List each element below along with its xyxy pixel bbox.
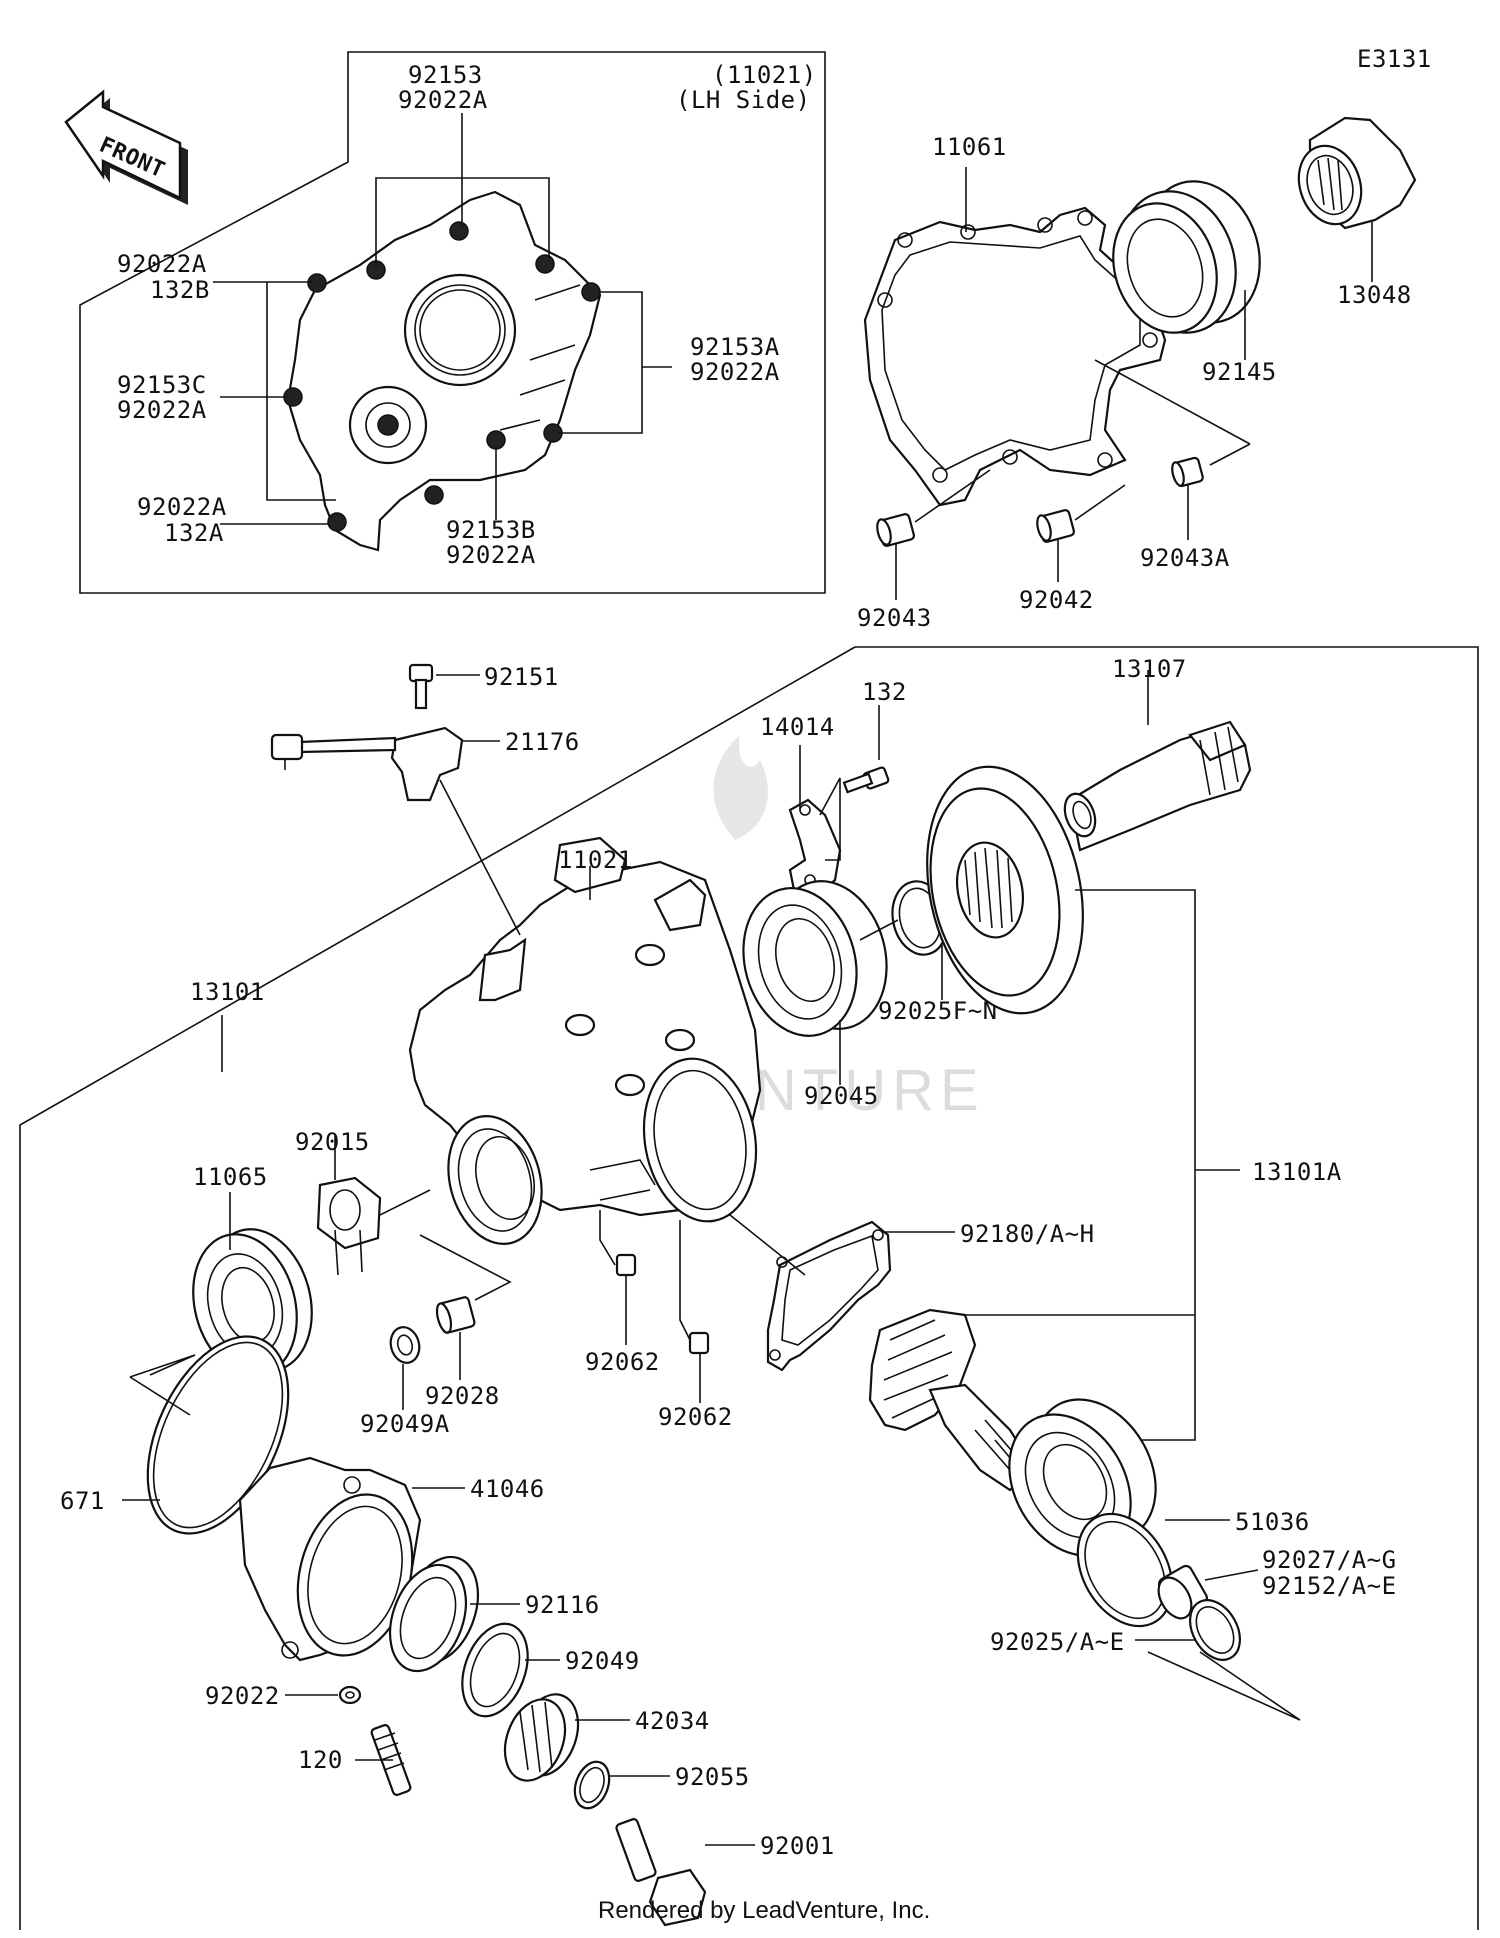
label-92028: 92028	[425, 1382, 500, 1410]
dowel-leaders	[895, 359, 1251, 600]
shim-92027	[1076, 1512, 1174, 1628]
label-671: 671	[60, 1487, 105, 1515]
seal-92145	[1112, 180, 1261, 334]
label-92152ae: 92152/A~E	[1262, 1572, 1397, 1600]
label-92022a-l3: 92022A	[137, 493, 227, 521]
gasket-11061	[863, 206, 1167, 507]
label-92151: 92151	[484, 663, 559, 691]
seal-92049	[461, 1622, 529, 1718]
o-ring-92055	[573, 1760, 611, 1810]
label-120: 120	[298, 1746, 343, 1774]
label-41046: 41046	[470, 1475, 545, 1503]
seal-92049a	[389, 1326, 421, 1364]
label-132b: 132B	[150, 276, 210, 304]
ring-gear-13107	[926, 720, 1252, 1015]
label-13101: 13101	[190, 978, 265, 1006]
plug-92062-a	[615, 1253, 637, 1277]
label-92049a: 92049A	[360, 1410, 450, 1438]
bolt-132	[842, 766, 890, 794]
collar-13048	[1297, 116, 1417, 230]
circlip-92025	[1189, 1599, 1241, 1661]
label-11065: 11065	[193, 1163, 268, 1191]
label-92022a-l2: 92022A	[117, 396, 207, 424]
label-92145: 92145	[1202, 358, 1277, 386]
footer-credit: Rendered by LeadVenture, Inc.	[598, 1897, 930, 1924]
bolt-92001	[615, 1818, 707, 1927]
label-92025fn: 92025F~N	[878, 997, 998, 1025]
diagram-id: E3131	[1357, 45, 1432, 73]
gasket-92180	[766, 1220, 892, 1372]
label-13101a: 13101A	[1252, 1158, 1342, 1186]
bearing-92116	[389, 1555, 479, 1673]
dowel-92043a	[1171, 456, 1204, 488]
label-11061: 11061	[932, 133, 1007, 161]
label-132: 132	[862, 678, 907, 706]
o-ring-671	[146, 1335, 290, 1535]
label-92022: 92022	[205, 1682, 280, 1710]
label-11021: 11021	[558, 846, 633, 874]
label-92022a-r: 92022A	[690, 358, 780, 386]
label-42034: 42034	[635, 1707, 710, 1735]
label-92022a-b: 92022A	[446, 541, 536, 569]
inset-leaders	[213, 113, 672, 525]
lh-side-cover	[283, 190, 602, 552]
inset-caption-1: (11021)	[712, 61, 817, 89]
label-13107: 13107	[1112, 655, 1187, 683]
label-92045: 92045	[804, 1082, 879, 1110]
label-13048: 13048	[1337, 281, 1412, 309]
plug-92062-b	[688, 1331, 710, 1355]
label-92022a-top: 92022A	[398, 86, 488, 114]
label-51036: 51036	[1235, 1508, 1310, 1536]
label-92027ag: 92027/A~G	[1262, 1546, 1397, 1574]
washer-92022	[338, 1685, 362, 1705]
label-92062-a: 92062	[585, 1348, 660, 1376]
label-92153b: 92153B	[446, 516, 536, 544]
label-92042: 92042	[1019, 586, 1094, 614]
inset-caption-2: (LH Side)	[676, 86, 811, 114]
front-arrow: FRONT	[64, 89, 188, 205]
label-92153c: 92153C	[117, 371, 207, 399]
label-92015: 92015	[295, 1128, 370, 1156]
label-92153a: 92153A	[690, 333, 780, 361]
label-14014: 14014	[760, 713, 835, 741]
label-92180ah: 92180/A~H	[960, 1220, 1095, 1248]
label-92043a: 92043A	[1140, 544, 1230, 572]
label-21176: 21176	[505, 728, 580, 756]
dowel-92043	[876, 513, 916, 547]
label-92043: 92043	[857, 604, 932, 632]
main-frame	[19, 646, 1479, 1930]
case-11021	[408, 836, 762, 1245]
label-92055: 92055	[675, 1763, 750, 1791]
label-92022a-l1: 92022A	[117, 250, 207, 278]
inset-frame	[79, 51, 826, 594]
sleeve-92028	[435, 1296, 476, 1334]
label-132a: 132A	[164, 519, 224, 547]
label-92025ae: 92025/A~E	[990, 1628, 1125, 1656]
label-92153-inset: 92153	[408, 61, 483, 89]
dowel-92042	[1036, 509, 1076, 543]
bearing-92045	[742, 880, 888, 1037]
label-92001: 92001	[760, 1832, 835, 1860]
gear-42034	[503, 1693, 580, 1782]
label-92049: 92049	[565, 1647, 640, 1675]
nut-92015	[316, 1176, 382, 1276]
label-92062-b: 92062	[658, 1403, 733, 1431]
label-92116: 92116	[525, 1591, 600, 1619]
sensor-21176	[270, 726, 464, 802]
bolt-92151	[408, 663, 434, 710]
